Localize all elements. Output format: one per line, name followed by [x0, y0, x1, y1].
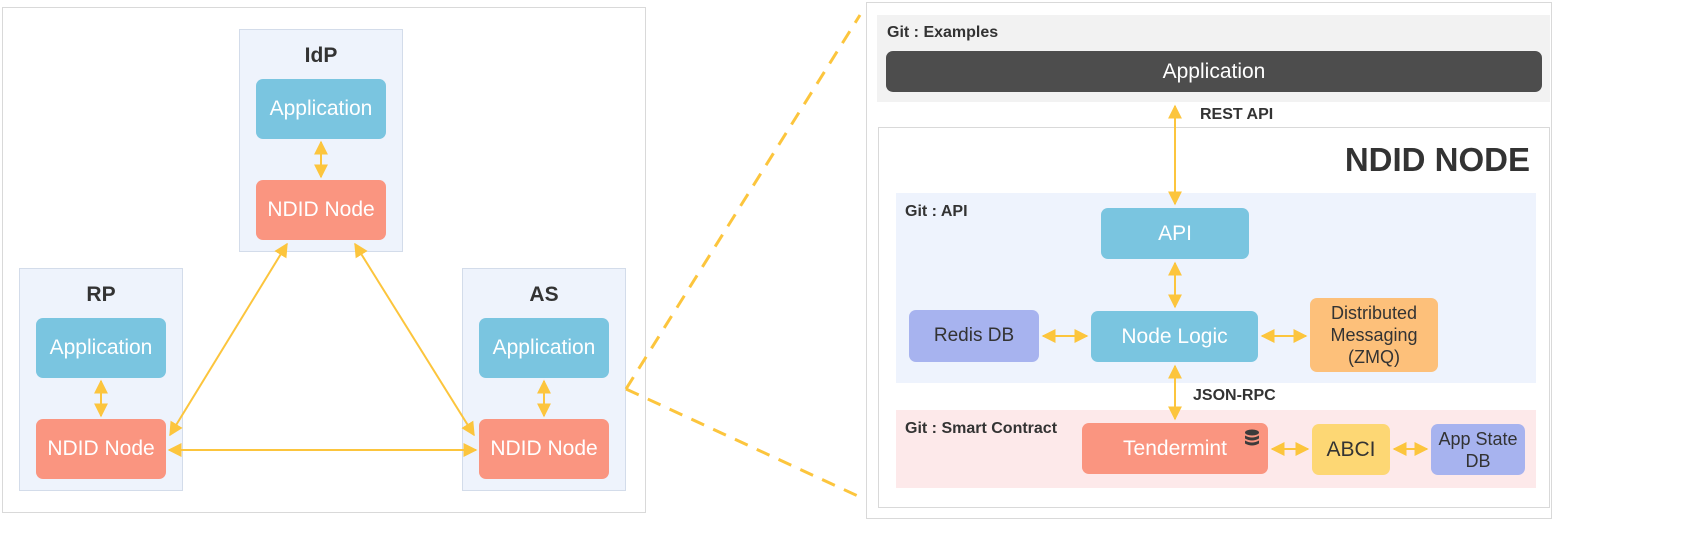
as-title: AS: [529, 283, 559, 306]
json-rpc-label: JSON-RPC: [1193, 387, 1276, 404]
api-box: API: [1101, 208, 1249, 259]
rp-application-box: Application: [36, 318, 166, 378]
as-ndid-node-box: NDID Node: [479, 419, 609, 479]
rp-title: RP: [86, 283, 116, 306]
database-icon: [1245, 429, 1259, 446]
app-state-line-1: App State: [1438, 428, 1518, 449]
as-application-box: Application: [479, 318, 609, 378]
app-state-line-2: DB: [1465, 450, 1491, 471]
ndid-node-title: NDID NODE: [1344, 141, 1530, 178]
messaging-line-1: Distributed: [1330, 303, 1418, 323]
messaging-line-2: Messaging: [1330, 325, 1418, 345]
tendermint-box: Tendermint: [1082, 423, 1268, 474]
redis-db-box: Redis DB: [909, 310, 1039, 362]
zoom-line-bottom: [625, 387, 861, 499]
git-api-label: Git : API: [905, 203, 968, 220]
node-logic-box: Node Logic: [1091, 311, 1258, 362]
git-examples-label: Git : Examples: [887, 24, 999, 41]
rest-api-label: REST API: [1200, 106, 1274, 123]
tendermint-label: Tendermint: [1123, 436, 1227, 460]
messaging-line-3: (ZMQ): [1348, 347, 1400, 367]
app-state-db-box: App State DB: [1431, 424, 1525, 475]
rp-ndid-node-box: NDID Node: [36, 419, 166, 479]
idp-ndid-node-box: NDID Node: [256, 180, 386, 240]
idp-title: IdP: [304, 44, 338, 67]
distributed-messaging-box: Distributed Messaging (ZMQ): [1310, 298, 1438, 372]
zoom-line-top: [624, 14, 862, 390]
git-smart-contract-label: Git : Smart Contract: [905, 420, 1058, 437]
application-bar: Application: [886, 51, 1542, 92]
idp-application-box: Application: [256, 79, 386, 139]
abci-box: ABCI: [1312, 424, 1390, 475]
